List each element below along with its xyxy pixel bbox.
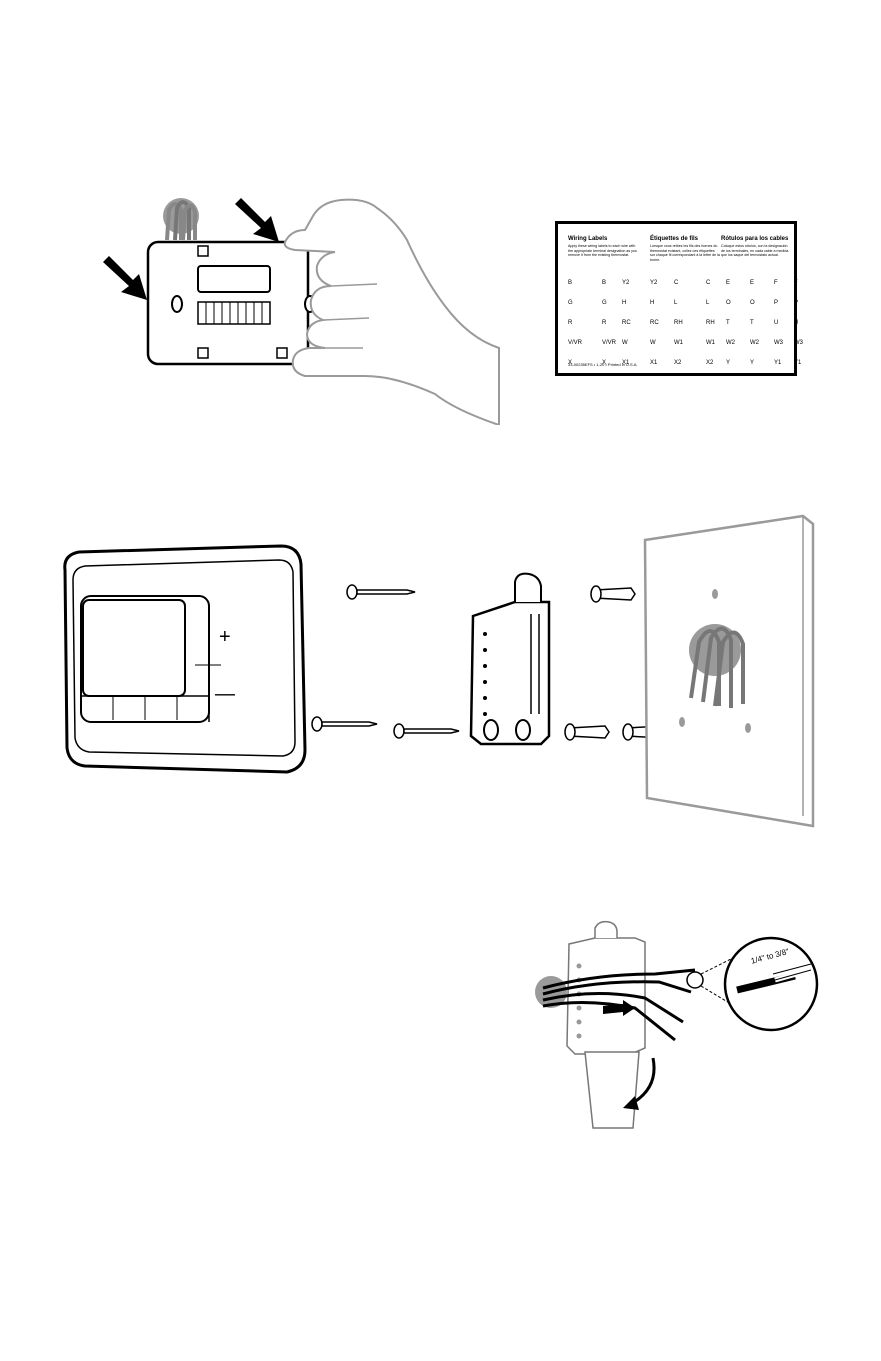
remove-old-wallplate-illustration (103, 198, 500, 425)
terminal-label: RH (674, 320, 683, 326)
terminal-label: X2 (674, 360, 682, 366)
label-heading: Étiquettes de fils (650, 236, 699, 242)
terminal-label: F (774, 280, 778, 286)
terminal-label: B (568, 280, 573, 286)
terminal-label: L (674, 300, 678, 306)
label-heading: Wiring Labels (568, 236, 608, 242)
old-wallplate (146, 240, 316, 366)
arrow-icon (603, 1000, 635, 1016)
screw-icon (311, 716, 378, 732)
terminal-label: W2 (726, 340, 735, 346)
terminal-label: W3 (774, 340, 783, 346)
terminal-label: Y1 (774, 360, 782, 366)
wall-anchor-icon (590, 585, 636, 603)
terminal-label: Y (750, 360, 755, 366)
terminal-label: Y2 (650, 280, 658, 286)
terminal-label: C (706, 280, 711, 286)
terminal-label-row: X X X1 X1 X2 X2 Y Y Y1 Y1 (568, 360, 801, 370)
wire-bundle-icon (689, 626, 745, 708)
terminal-label: O (726, 300, 731, 306)
screw-icon (393, 723, 460, 739)
arrow-icon (235, 198, 279, 242)
terminal-label-row: R R RC RC RH RH T T U U (568, 320, 798, 330)
terminal-label: Y1 (794, 360, 802, 366)
plus-key-label: + (219, 626, 231, 648)
terminal-label: L (706, 300, 710, 306)
label-heading: Rótulos para los cables (721, 236, 789, 242)
wiring-label-card: Wiring Labels Apply these wiring labels … (555, 221, 803, 376)
terminal-label: U (774, 320, 779, 326)
label-text: Coloque estos rótulos, con la designació… (721, 244, 789, 257)
arrow-icon (623, 1057, 656, 1110)
terminal-label: Y2 (622, 280, 630, 286)
magnifier-callout-icon (686, 936, 819, 1032)
terminal-label-row: V/VR V/VR W W W1 W1 W2 W2 W3 W3 (568, 340, 803, 350)
terminal-label: X1 (622, 360, 630, 366)
terminal-label: T (750, 320, 754, 326)
terminal-label: W (622, 340, 628, 346)
screw-icon (346, 584, 416, 600)
terminal-label: O (750, 300, 755, 306)
label-col-spanish: Rótulos para los cables Coloque estos ró… (721, 236, 791, 258)
terminal-label: E (726, 280, 731, 286)
terminal-label: G (602, 300, 607, 306)
minus-key-label: — (215, 683, 235, 705)
wall-plate-icon (566, 920, 646, 1129)
terminal-label: V/VR (602, 340, 617, 346)
terminal-label: T (726, 320, 730, 326)
terminal-label: W2 (750, 340, 759, 346)
mounting-exploded-illustration: + — (63, 514, 815, 828)
terminal-label: V/VR (568, 340, 583, 346)
terminal-label: X (568, 360, 573, 366)
terminal-label: P (774, 300, 779, 306)
wiring-new-plate-illustration (535, 920, 819, 1129)
terminal-label: Y (726, 360, 731, 366)
label-text: Lorsque vous retirez les fils des bornes… (650, 244, 720, 262)
terminal-label: P (794, 300, 799, 306)
terminal-label: H (650, 300, 655, 306)
terminal-label: W1 (674, 340, 683, 346)
hand-icon (283, 198, 500, 425)
terminal-label: E (750, 280, 755, 286)
terminal-label: C (674, 280, 679, 286)
terminal-label: F (794, 280, 798, 286)
terminal-label: R (602, 320, 607, 326)
card-footer: 33-00235EFS • 1-20 • Printed in U.S.A. (568, 362, 638, 367)
terminal-label-row: B B Y2 Y2 C C E E F F (568, 280, 798, 290)
terminal-label: RC (622, 320, 631, 326)
terminal-label: RH (706, 320, 715, 326)
terminal-label: X1 (650, 360, 658, 366)
terminal-label: W3 (794, 340, 803, 346)
label-text: Apply these wiring labels to each wire w… (568, 244, 637, 257)
terminal-label: R (568, 320, 573, 326)
terminal-label: W (650, 340, 656, 346)
terminal-label: RC (650, 320, 659, 326)
terminal-label: B (602, 280, 607, 286)
terminal-label: X (602, 360, 607, 366)
wall-anchor-icon (564, 723, 610, 741)
terminal-label: X2 (706, 360, 714, 366)
terminal-label: W1 (706, 340, 715, 346)
thermostat-unit: + — (63, 544, 307, 774)
label-col-french: Étiquettes de fils Lorsque vous retirez … (650, 236, 720, 262)
arrow-icon (103, 256, 147, 300)
wire-bundle-icon (163, 198, 199, 241)
terminal-label: H (622, 300, 627, 306)
wall-plate-icon (469, 572, 551, 746)
terminal-label: U (794, 320, 799, 326)
label-col-english: Wiring Labels Apply these wiring labels … (568, 236, 638, 258)
terminal-label: G (568, 300, 573, 306)
